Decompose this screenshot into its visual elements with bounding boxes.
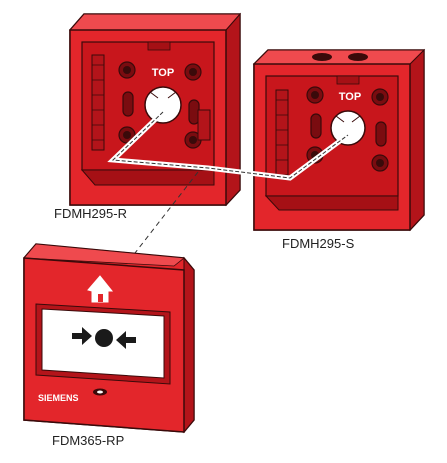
arrow-left-icon bbox=[116, 331, 136, 349]
round-button-icon bbox=[95, 329, 113, 347]
label-fdmh295-r: FDMH295-R bbox=[54, 206, 127, 221]
back-box-r: TOP bbox=[68, 12, 242, 207]
brand-logo: SIEMENS bbox=[38, 393, 79, 403]
connector-lines bbox=[107, 110, 350, 263]
house-icon bbox=[87, 275, 114, 303]
label-fdmh295-s: FDMH295-S bbox=[282, 236, 355, 251]
top-marking-s: TOP bbox=[339, 91, 361, 103]
top-marking-r: TOP bbox=[152, 67, 174, 79]
arrow-right-icon bbox=[72, 327, 92, 345]
label-fdm365-rp: FDM365-RP bbox=[52, 433, 125, 448]
manual-call-point: SIEMENS bbox=[23, 243, 195, 434]
